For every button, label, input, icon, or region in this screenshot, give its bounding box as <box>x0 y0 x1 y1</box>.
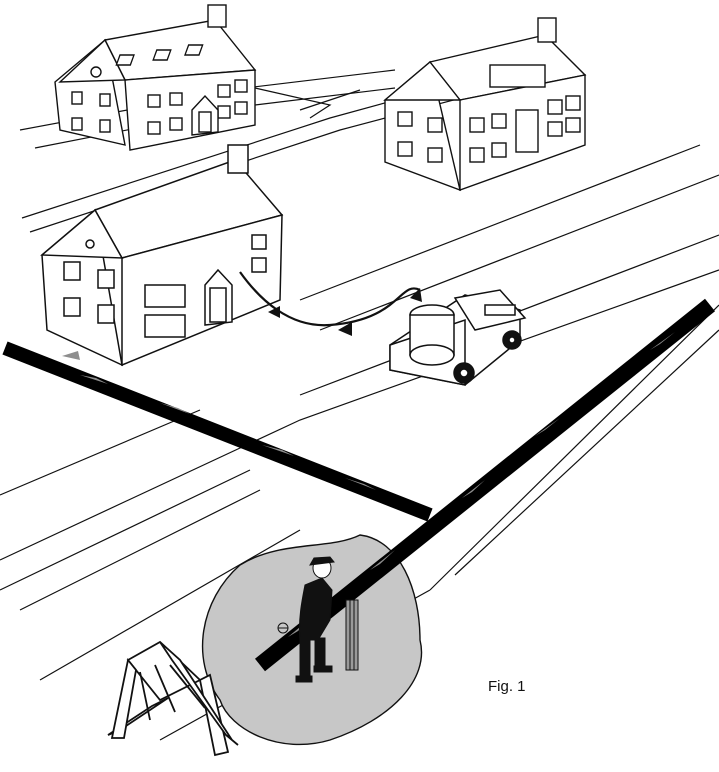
lateral-pipe <box>2 341 433 522</box>
hose-arrow-3 <box>410 288 422 302</box>
house-top-left <box>54 4 257 151</box>
standpipe <box>345 599 359 671</box>
hose <box>239 271 421 327</box>
arrow-icon <box>62 351 80 360</box>
arrow-icon <box>345 478 376 490</box>
main-pipe <box>255 298 715 672</box>
arrow-icon <box>370 550 395 570</box>
barricade-icon <box>107 640 239 757</box>
arrow-icon <box>535 418 560 436</box>
arrow-icon <box>462 480 485 498</box>
hose-arrow-1 <box>268 306 280 318</box>
worker-icon <box>277 556 335 683</box>
arrow-icon <box>80 375 108 384</box>
sewer-pipes <box>2 298 715 672</box>
truck-icon <box>389 289 527 386</box>
house-top-right <box>383 17 587 192</box>
arrow-icon <box>262 445 294 456</box>
flow-arrows <box>62 332 675 637</box>
arrow-icon <box>160 403 190 414</box>
house-front <box>40 144 284 367</box>
hose-arrow-2 <box>338 322 352 336</box>
arrow-icon <box>650 332 675 350</box>
figure-caption: Fig. 1 <box>488 678 526 695</box>
